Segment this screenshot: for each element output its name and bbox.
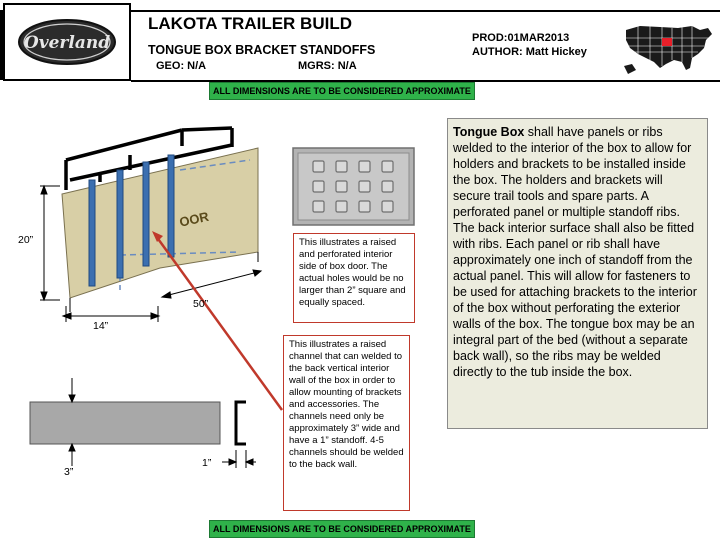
- rib-4: [167, 154, 175, 258]
- callout-arrowhead: [152, 231, 163, 242]
- standoff-ribs: [88, 154, 175, 287]
- us-map: [620, 14, 716, 78]
- rib-1: [88, 179, 96, 287]
- description-lead: Tongue Box: [453, 125, 525, 139]
- us-map-icon: [620, 14, 716, 78]
- prod-label: PROD:01MAR2013: [472, 32, 570, 44]
- box-panel: [61, 147, 259, 299]
- page-title: LAKOTA TRAILER BUILD: [148, 14, 352, 33]
- perforation-holes: [312, 160, 394, 213]
- rib-2: [116, 169, 124, 279]
- approx-banner-bottom: ALL DIMENSIONS ARE TO BE CONSIDERED APPR…: [209, 520, 475, 538]
- channel-profile: [234, 400, 246, 446]
- channel-width-dimension: [68, 378, 76, 466]
- perforated-panel-callout: This illustrates a raised and perforated…: [293, 233, 415, 323]
- geo-label: GEO: N/A: [156, 60, 207, 72]
- channel-plate: [29, 401, 221, 445]
- approx-banner-top: ALL DIMENSIONS ARE TO BE CONSIDERED APPR…: [209, 82, 475, 100]
- logo-frame: Overland: [3, 3, 131, 81]
- length-dimension-label: 50”: [193, 298, 209, 310]
- top-frame: [64, 126, 234, 190]
- nebraska-highlight: [662, 38, 672, 46]
- overland-logo: Overland: [18, 19, 116, 65]
- channel-callout: This illustrates a raised channel that c…: [283, 335, 410, 511]
- standoff-label: 1”: [202, 457, 212, 469]
- header-bottom-rule: [131, 80, 720, 82]
- mgrs-label: MGRS: N/A: [298, 60, 357, 72]
- dimension-lines: [40, 184, 263, 322]
- depth-dimension-label: 14”: [93, 320, 109, 332]
- rib-3: [142, 161, 150, 267]
- description-panel: Tongue Box shall have panels or ribs wel…: [447, 118, 708, 429]
- author-label: AUTHOR: Matt Hickey: [472, 46, 587, 58]
- header-left-rule: [0, 10, 3, 80]
- header-top-rule: [131, 10, 720, 12]
- height-dimension-label: 20”: [18, 234, 34, 246]
- description-body: shall have panels or ribs welded to the …: [453, 125, 697, 379]
- page-subtitle: TONGUE BOX BRACKET STANDOFFS: [148, 43, 376, 57]
- callout-arrow-line: [154, 235, 284, 411]
- standoff-dimension: [222, 450, 256, 468]
- logo-text: Overland: [24, 33, 110, 53]
- channel-width-label: 3”: [64, 466, 74, 478]
